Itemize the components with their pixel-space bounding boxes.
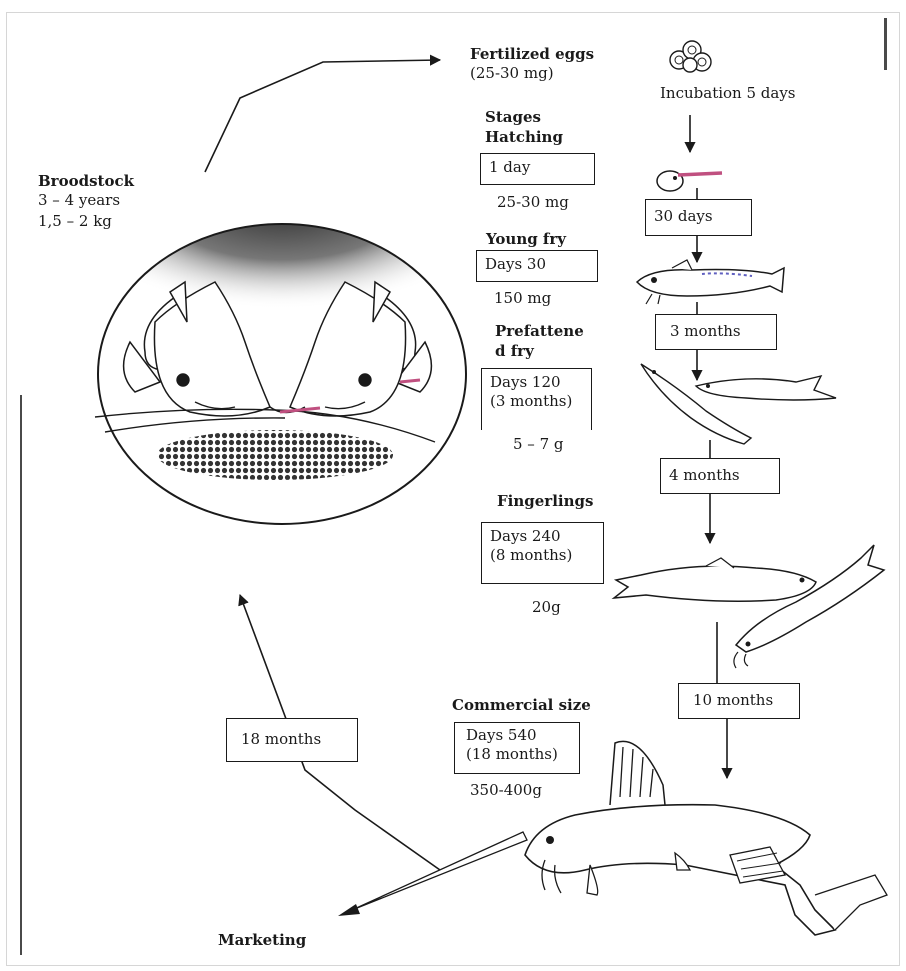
youngfry-icon [632,260,787,305]
eggs-weight: (25-30 mg) [470,64,554,83]
fingerlings-day-line1: Days 240 [490,527,595,546]
hatching-weight: 25-30 mg [497,193,569,212]
broodstock-illustration [95,222,470,527]
duration-4months-box: 4 months [660,458,780,494]
broodstock-age: 3 – 4 years [38,191,120,210]
prefattened-title-line1: Prefattene [495,322,584,341]
commercial-title: Commercial size [452,696,591,715]
larva-icon [650,163,725,195]
prefattened-title-line2: d fry [495,342,534,361]
duration-10months: 10 months [693,691,791,710]
fingerlings-title: Fingerlings [497,492,593,511]
prefattened-day-line1: Days 120 [490,373,583,392]
duration-30days-box: 30 days [645,199,752,236]
youngfry-weight: 150 mg [494,289,551,308]
broodstock-title: Broodstock [38,172,134,191]
duration-30days: 30 days [654,207,743,226]
duration-4months: 4 months [669,466,771,485]
youngfry-day-box: Days 30 [476,250,598,282]
prefattened-icon [636,356,846,448]
duration-18months-box: 18 months [226,718,358,762]
hatching-day: 1 day [489,158,586,177]
incubation-label: Incubation 5 days [660,84,796,103]
commercial-fish-icon [515,735,895,940]
prefattened-day-box: Days 120 (3 months) [481,368,592,430]
fingerlings-icon [606,540,891,670]
duration-3months-box: 3 months [655,314,777,350]
prefattened-day-line2: (3 months) [490,392,583,411]
marketing-arrow [338,832,527,916]
broodstock-to-eggs-arrow [205,60,440,172]
youngfry-day: Days 30 [485,255,589,274]
hatching-day-box: 1 day [480,153,595,185]
duration-10months-box: 10 months [678,683,800,719]
fingerlings-day-box: Days 240 (8 months) [481,522,604,584]
hatching-title: Hatching [485,128,563,147]
marketing-label: Marketing [218,931,306,950]
stages-title: Stages [485,108,541,127]
fingerlings-day-line2: (8 months) [490,546,595,565]
duration-18months: 18 months [241,730,349,749]
eggs-title: Fertilized eggs [470,45,594,64]
youngfry-title: Young fry [486,230,566,249]
prefattened-weight: 5 – 7 g [513,435,564,454]
duration-3months: 3 months [670,322,768,341]
fingerlings-weight: 20g [532,598,561,617]
eggs-icon [666,38,716,74]
